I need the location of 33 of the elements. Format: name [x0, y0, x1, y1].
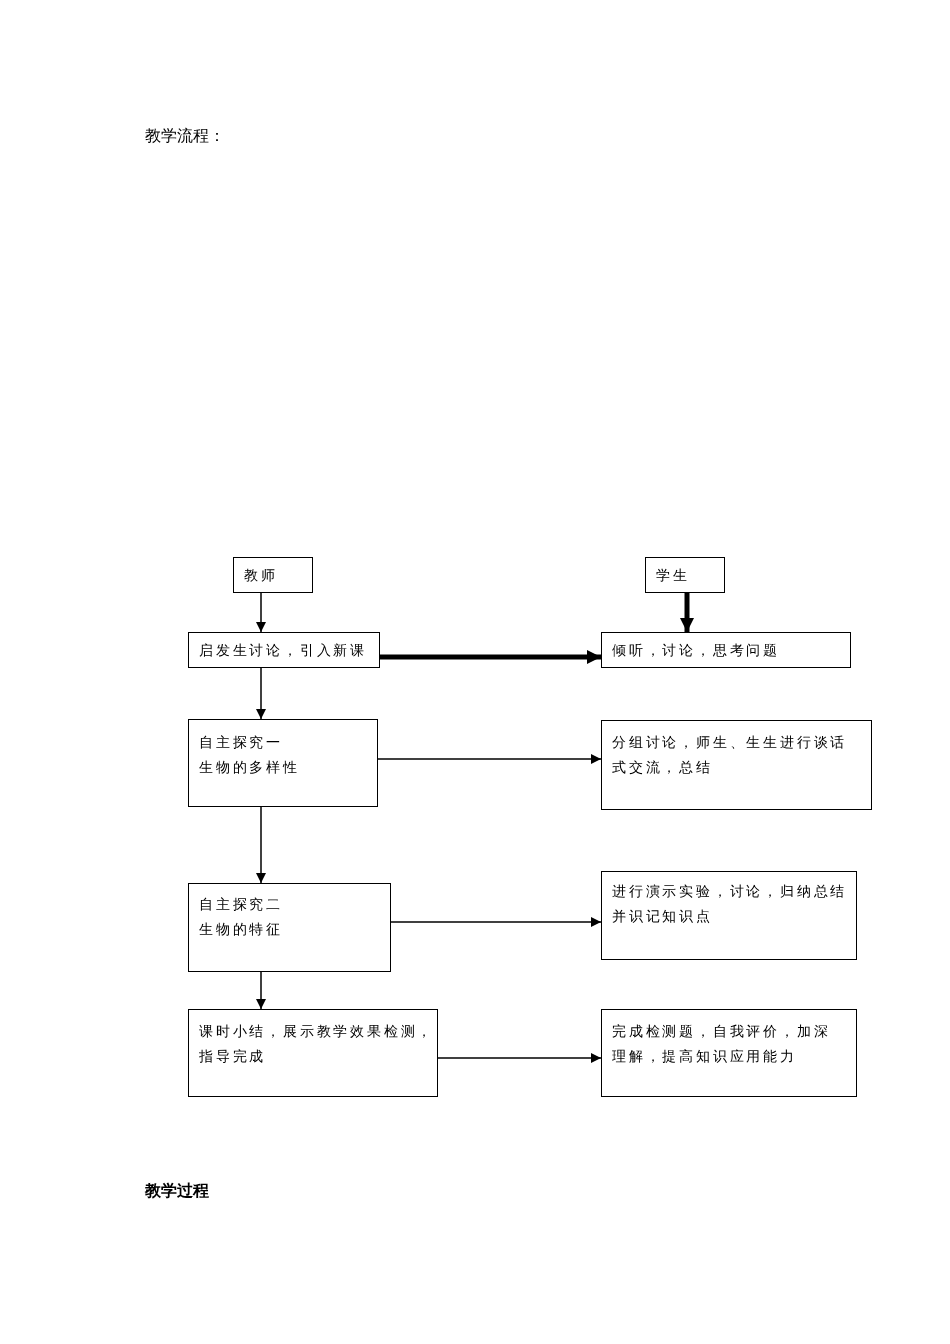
process-box — [601, 1009, 857, 1097]
arrow — [380, 650, 601, 664]
process-box — [188, 1009, 438, 1097]
diagram-title: 教学流程： — [145, 126, 225, 146]
box-text: 完成检测题，自我评价，加深理解，提高知识应用能力 — [612, 1022, 832, 1066]
arrow — [437, 1053, 602, 1063]
box-text: 课时小结，展示教学效果检测，指导完成 — [199, 1022, 435, 1066]
box-text: 分组讨论，师生、生生进行谈话式交流，总结 — [612, 733, 848, 777]
process-box — [601, 720, 872, 810]
box-text: 倾听，讨论，思考问题 — [612, 641, 781, 660]
arrow — [256, 806, 266, 884]
box-text: 生物的多样性 — [199, 758, 301, 777]
arrow — [256, 592, 266, 633]
box-text: 自主探究二 — [199, 895, 284, 914]
box-text: 启发生讨论，引入新课 — [199, 641, 368, 660]
box-text: 自主探究一 — [199, 733, 284, 752]
role-box — [645, 557, 725, 593]
process-box — [601, 871, 857, 960]
arrow — [256, 667, 266, 720]
box-text: 生物的特征 — [199, 920, 284, 939]
arrow — [256, 971, 266, 1010]
process-box — [188, 883, 391, 972]
box-text: 进行演示实验，讨论，归纳总结并识记知识点 — [612, 882, 848, 926]
process-box — [601, 632, 851, 668]
process-box — [188, 632, 380, 668]
arrow — [377, 754, 602, 764]
arrow — [390, 917, 602, 927]
box-text: 教师 — [244, 566, 279, 585]
box-text: 学生 — [656, 566, 691, 585]
arrow — [680, 593, 694, 632]
role-box — [233, 557, 313, 593]
process-box — [188, 719, 378, 807]
section-heading: 教学过程 — [145, 1181, 209, 1201]
